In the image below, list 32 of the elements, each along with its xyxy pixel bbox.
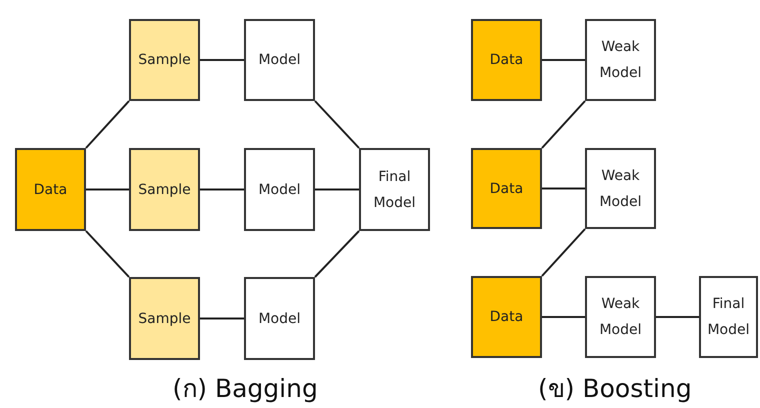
panel-caption: (ข) Boosting bbox=[538, 373, 692, 405]
model-box: Weak Model bbox=[585, 276, 656, 358]
connector-line bbox=[200, 318, 244, 320]
connector-line bbox=[541, 100, 586, 149]
data-box: Data bbox=[471, 148, 542, 229]
connector-line bbox=[656, 316, 699, 318]
data-box: Data bbox=[15, 148, 86, 231]
connector-line bbox=[314, 230, 360, 278]
model-box: Model bbox=[244, 19, 315, 101]
connector-line bbox=[86, 188, 129, 190]
model-box: Weak Model bbox=[585, 148, 656, 229]
panel-caption: (ก) Bagging bbox=[172, 373, 318, 405]
connector-line bbox=[200, 188, 244, 190]
connector-line bbox=[85, 100, 130, 149]
data-box: Data bbox=[471, 19, 542, 101]
model-box: Model bbox=[244, 277, 315, 360]
model-box: Model bbox=[244, 148, 315, 231]
connector-line bbox=[542, 316, 585, 318]
connector-line bbox=[85, 230, 130, 278]
model-box: Final Model bbox=[359, 148, 430, 231]
sample-box: Sample bbox=[129, 277, 200, 360]
sample-box: Sample bbox=[129, 19, 200, 101]
connector-line bbox=[542, 59, 585, 61]
connector-line bbox=[200, 59, 244, 61]
model-box: Final Model bbox=[699, 276, 758, 358]
model-box: Weak Model bbox=[585, 19, 656, 101]
sample-box: Sample bbox=[129, 148, 200, 231]
connector-line bbox=[314, 100, 360, 149]
data-box: Data bbox=[471, 276, 542, 358]
connector-line bbox=[315, 188, 359, 190]
connector-line bbox=[542, 188, 585, 190]
connector-line bbox=[541, 228, 586, 277]
